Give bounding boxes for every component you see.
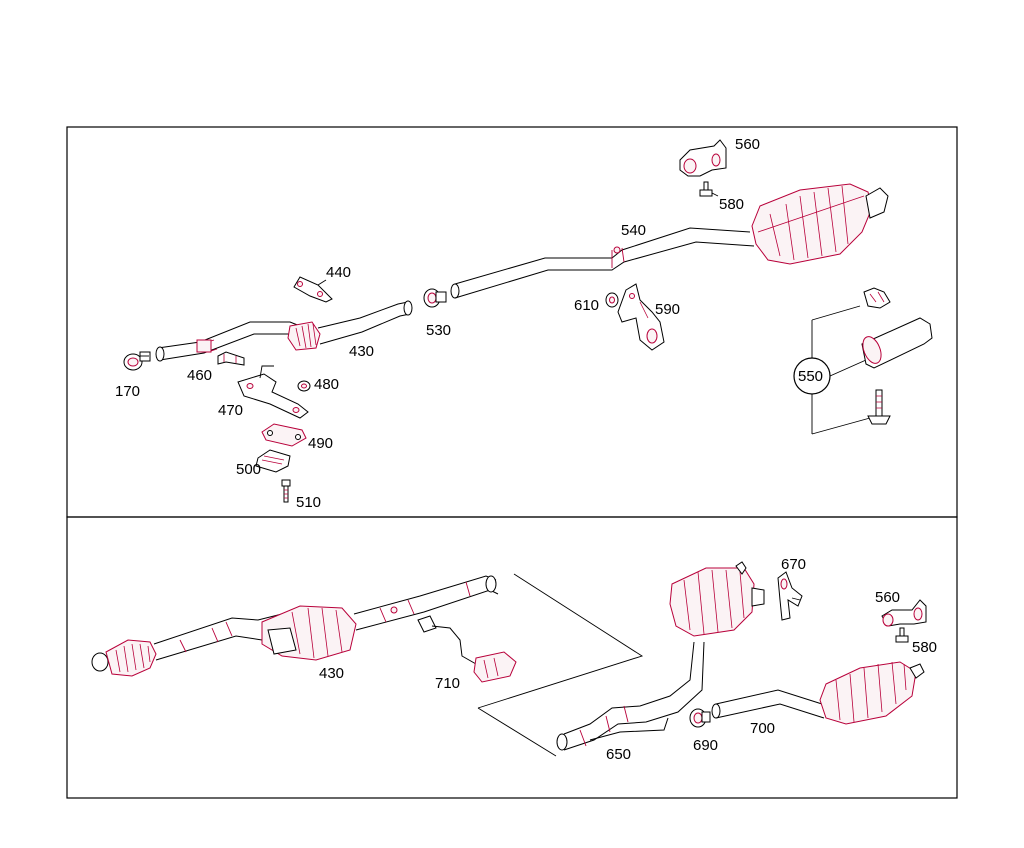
label-430-bottom: 430 bbox=[319, 665, 344, 682]
label-550: 550 bbox=[798, 368, 823, 385]
hanger-670 bbox=[777, 571, 803, 621]
bracket-460 bbox=[217, 351, 245, 366]
label-560-top: 560 bbox=[735, 136, 760, 153]
bolt-510 bbox=[281, 479, 291, 503]
bracket-470 bbox=[237, 365, 309, 419]
label-530: 530 bbox=[426, 322, 451, 339]
bracket-440 bbox=[293, 276, 333, 303]
label-590: 590 bbox=[655, 301, 680, 318]
bolt-580-bottom bbox=[895, 627, 909, 643]
hanger-560-top bbox=[679, 139, 727, 177]
label-540: 540 bbox=[621, 222, 646, 239]
bolt-580-top bbox=[699, 181, 719, 197]
label-710: 710 bbox=[435, 675, 460, 692]
label-560-bottom: 560 bbox=[875, 589, 900, 606]
label-700: 700 bbox=[750, 720, 775, 737]
label-430-top: 430 bbox=[349, 343, 374, 360]
intermediate-pipe-540 bbox=[450, 227, 755, 299]
rear-pipe-700 bbox=[711, 661, 925, 725]
rubber-610 bbox=[605, 292, 619, 308]
clamp-170 bbox=[123, 351, 151, 371]
bracket-590 bbox=[617, 283, 665, 351]
nut-480 bbox=[297, 380, 311, 392]
front-pipe-430 bbox=[155, 300, 413, 362]
hanger-560-bottom bbox=[881, 599, 927, 627]
part-labels: 560 580 540 440 530 430 610 590 170 460 … bbox=[115, 136, 937, 763]
label-610: 610 bbox=[574, 297, 599, 314]
clamp-530 bbox=[423, 288, 447, 308]
label-580-top: 580 bbox=[719, 196, 744, 213]
oxygen-sensor-710 bbox=[417, 615, 517, 683]
label-510: 510 bbox=[296, 494, 321, 511]
callout-550 bbox=[793, 287, 933, 435]
label-580-bottom: 580 bbox=[912, 639, 937, 656]
clamp-690 bbox=[689, 708, 711, 728]
label-460: 460 bbox=[187, 367, 212, 384]
mount-500 bbox=[255, 449, 291, 473]
front-pipe-430-bottom bbox=[91, 575, 499, 677]
label-670: 670 bbox=[781, 556, 806, 573]
label-440: 440 bbox=[326, 264, 351, 281]
rear-muffler-top bbox=[751, 183, 889, 265]
bottom-panel-frame bbox=[66, 516, 958, 799]
label-690: 690 bbox=[693, 737, 718, 754]
label-470: 470 bbox=[218, 402, 243, 419]
label-500: 500 bbox=[236, 461, 261, 478]
label-480: 480 bbox=[314, 376, 339, 393]
top-panel-frame bbox=[66, 126, 958, 518]
label-490: 490 bbox=[308, 435, 333, 452]
y-pipe-650 bbox=[477, 561, 765, 757]
gasket-490 bbox=[261, 423, 307, 447]
label-650: 650 bbox=[606, 746, 631, 763]
label-170: 170 bbox=[115, 383, 140, 400]
